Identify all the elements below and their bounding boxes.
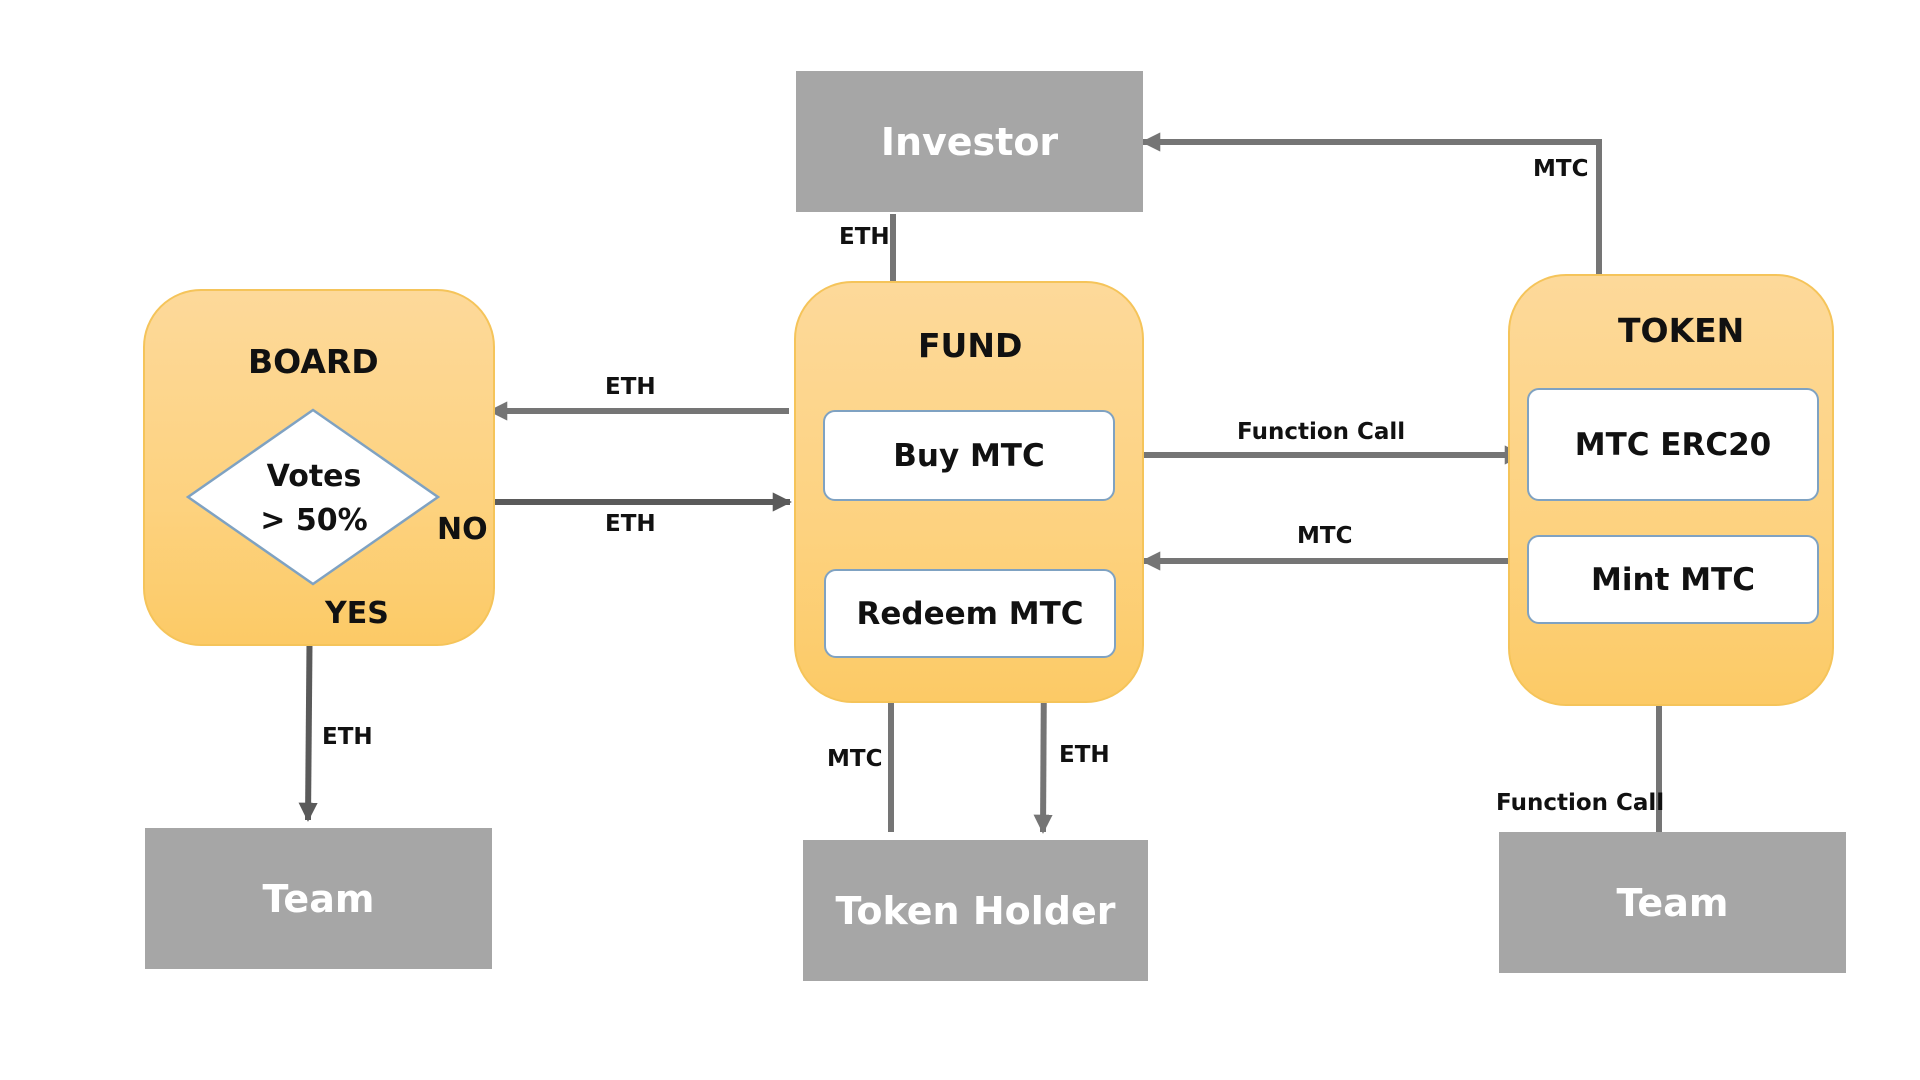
team-right-label: Team (1616, 880, 1729, 925)
label-mint-to-fund: MTC (1297, 523, 1353, 549)
investor-label: Investor (880, 119, 1059, 164)
mtc-erc20-label: MTC ERC20 (1574, 426, 1772, 463)
mint-mtc-label: Mint MTC (1591, 561, 1755, 598)
mint-mtc-box: Mint MTC (1527, 535, 1819, 624)
decision-diamond (185, 408, 441, 586)
label-team-to-mint: Function Call (1496, 790, 1665, 816)
label-board-to-team: ETH (322, 724, 373, 750)
label-redeem-to-holder: ETH (1059, 742, 1110, 768)
decision-no-label: NO (437, 512, 488, 547)
token-holder-label: Token Holder (835, 888, 1116, 933)
buy-mtc-box: Buy MTC (823, 410, 1115, 501)
team-left-label: Team (262, 876, 375, 921)
decision-line-1: Votes (266, 459, 362, 494)
team-right-box: Team (1499, 832, 1846, 973)
redeem-mtc-box: Redeem MTC (824, 569, 1116, 658)
token-title: TOKEN (1618, 311, 1745, 350)
investor-box: Investor (796, 71, 1143, 212)
team-left-box: Team (145, 828, 492, 969)
fund-title: FUND (918, 326, 1023, 365)
label-fund-to-board: ETH (605, 374, 656, 400)
label-investor-to-fund: ETH (839, 224, 890, 250)
label-buy-to-erc20: Function Call (1237, 419, 1406, 445)
mtc-erc20-box: MTC ERC20 (1527, 388, 1819, 501)
board-title: BOARD (248, 342, 379, 381)
label-holder-to-redeem: MTC (827, 746, 883, 772)
label-token-to-investor: MTC (1533, 156, 1589, 182)
decision-text: Votes > 50% (224, 455, 404, 543)
buy-mtc-label: Buy MTC (893, 437, 1045, 474)
token-holder-box: Token Holder (803, 840, 1148, 981)
label-board-to-fund: ETH (605, 511, 656, 537)
decision-line-2: > 50% (260, 503, 368, 538)
decision-yes-label: YES (325, 596, 389, 631)
redeem-mtc-label: Redeem MTC (856, 595, 1084, 632)
